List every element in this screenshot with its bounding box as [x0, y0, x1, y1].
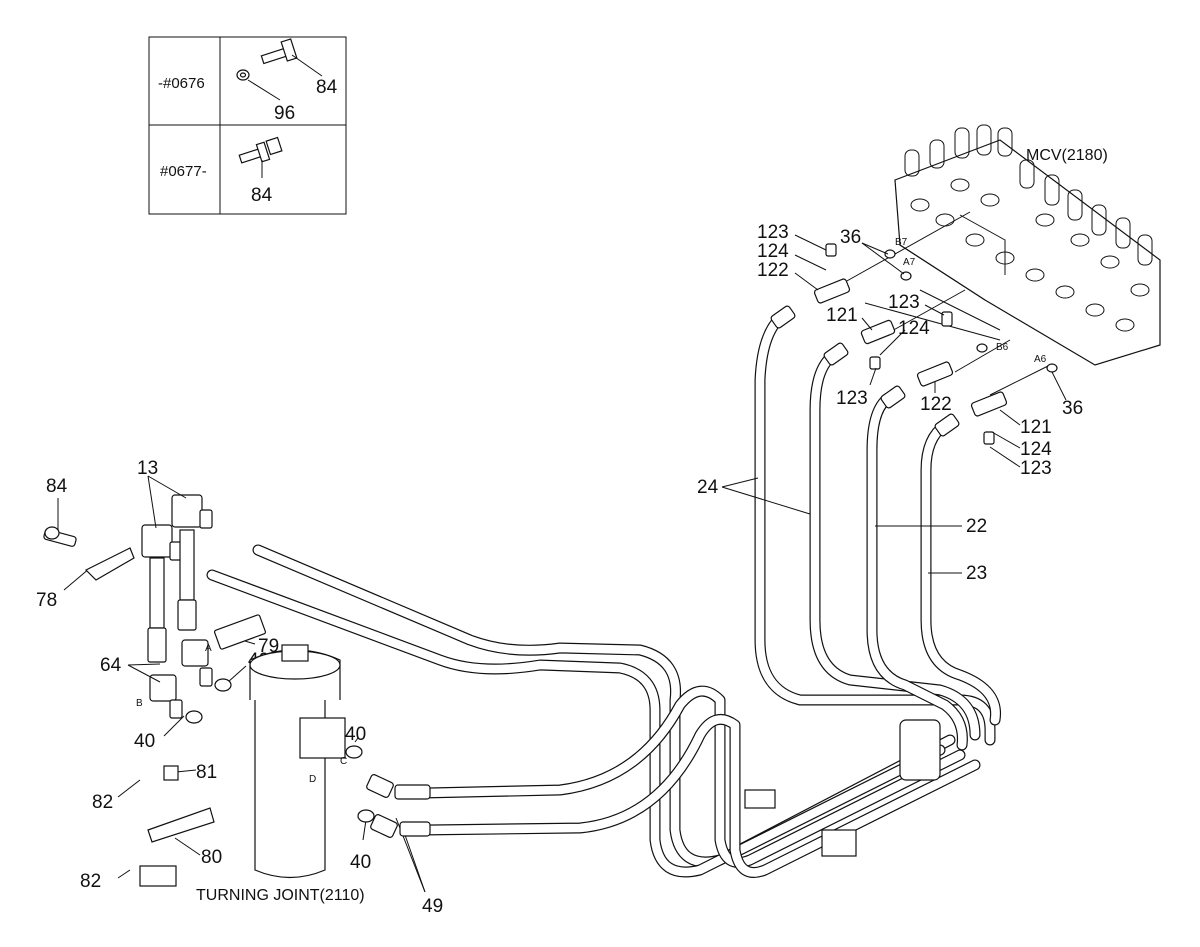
- left-callout-leaders: [57, 475, 426, 893]
- turning-joint: C D TURNING JOINT(2110): [196, 644, 431, 904]
- oring-icons: [884, 249, 1058, 373]
- mcv-callout-leaders: [794, 234, 1067, 468]
- flange-bolt-icon: [238, 136, 283, 164]
- callout-36-b: 36: [1062, 398, 1083, 419]
- callout-82-a: 82: [92, 792, 113, 813]
- port-a: A: [205, 643, 212, 654]
- hose-end-fittings: [770, 305, 960, 437]
- callout-64: 64: [100, 655, 122, 676]
- callout-24: 24: [697, 477, 719, 498]
- inset-part-84a: 84: [316, 77, 338, 98]
- inset-table: -#0676 #0677- 84 96 84: [148, 36, 347, 215]
- fitting-icons: [813, 243, 1008, 445]
- callout-124-b: 124: [898, 318, 930, 339]
- bolt-icon: [260, 38, 298, 65]
- port-d: D: [309, 774, 316, 785]
- callout-124-a: 124: [757, 241, 789, 262]
- hose-clamp: [744, 719, 941, 857]
- washer-icon: [236, 69, 250, 81]
- mcv-label: MCV(2180): [1026, 147, 1108, 164]
- callout-36-a: 36: [840, 227, 861, 248]
- inset-part-84b: 84: [251, 185, 273, 206]
- inset-part-96: 96: [274, 103, 295, 124]
- hose-callout-leaders: [721, 477, 962, 574]
- inset-serial-1: -#0676: [158, 75, 205, 92]
- port-b6: B6: [996, 342, 1009, 353]
- port-a7: A7: [903, 257, 916, 268]
- turning-joint-label: TURNING JOINT(2110): [196, 887, 365, 904]
- callout-122-a: 122: [757, 260, 789, 281]
- callout-123-b: 123: [888, 292, 920, 313]
- callout-80: 80: [201, 847, 222, 868]
- callout-22: 22: [966, 516, 987, 537]
- callout-123-c: 123: [836, 388, 868, 409]
- inset-serial-2: #0677-: [160, 163, 207, 180]
- callout-82-b: 82: [80, 871, 101, 892]
- callout-81: 81: [196, 762, 217, 783]
- callout-124-c: 124: [1020, 439, 1052, 460]
- callout-122-b: 122: [920, 394, 952, 415]
- mcv-port-leaders: [844, 211, 1051, 396]
- port-a6: A6: [1034, 354, 1047, 365]
- port-b7: B7: [895, 237, 908, 248]
- hose-bundle: [206, 312, 1002, 878]
- callout-40-d: 40: [350, 852, 371, 873]
- callout-40-c: 40: [345, 724, 366, 745]
- callout-121-a: 121: [826, 305, 858, 326]
- callout-78: 78: [36, 590, 57, 611]
- elbow-fittings: [141, 494, 213, 719]
- callout-49: 49: [422, 896, 443, 917]
- callout-40-b: 40: [134, 731, 155, 752]
- port-c: C: [340, 756, 347, 767]
- callout-84: 84: [46, 476, 68, 497]
- mcv-valve-block: MCV(2180): [894, 124, 1161, 366]
- bracket-parts: [43, 526, 375, 887]
- swivel-elbow-fittings: [366, 774, 431, 838]
- callout-121-b: 121: [1020, 417, 1052, 438]
- callout-13: 13: [137, 458, 158, 479]
- callout-123-d: 123: [1020, 458, 1052, 479]
- callout-23: 23: [966, 563, 987, 584]
- port-b: B: [136, 698, 143, 709]
- callout-123-a: 123: [757, 222, 789, 243]
